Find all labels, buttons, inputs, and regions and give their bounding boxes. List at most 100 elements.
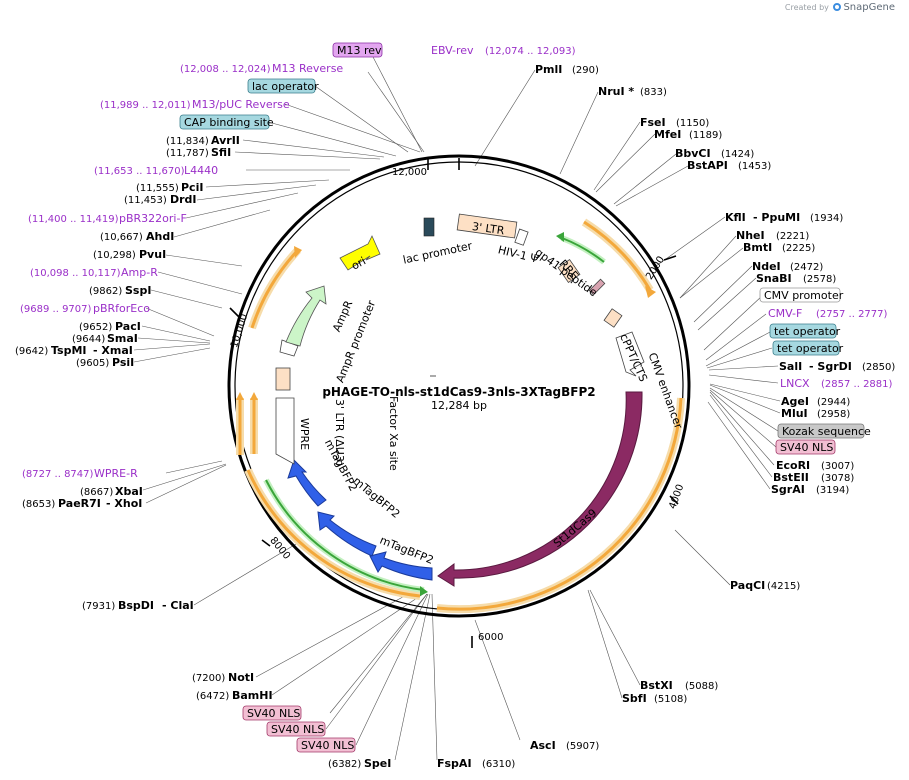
label-pvui-pos: (10,298) (93, 250, 136, 261)
st1dcas9-feature[interactable] (437, 391, 643, 587)
label-bspdi-pos: (7931) (82, 601, 115, 612)
label-sv40-c: SV40 NLS (301, 739, 354, 752)
label-tet-operator-2: tet operator (777, 342, 844, 355)
label-sali: SalI (779, 360, 802, 373)
feature-factor-xa: Factor Xa site (387, 396, 400, 471)
label-ahdi-pos: (10,667) (100, 232, 143, 243)
label-m13rev: M13 rev (337, 44, 382, 57)
label-snabi: SnaBI (756, 272, 792, 285)
feature-cmv-enhancer: CMV enhancer (646, 351, 686, 431)
mtagbfp2-arrow-1[interactable] (369, 551, 433, 581)
feature-wpre: WPRE (298, 418, 311, 450)
label-psii: PsiI (112, 356, 134, 369)
label-sv40-d: SV40 NLS (780, 441, 833, 454)
label-pcii: PciI (181, 181, 203, 194)
label-kfli: KflI (725, 211, 746, 224)
label-noti: NotI (228, 671, 254, 684)
label-drdi: DrdI (170, 193, 197, 206)
label-ampr: Amp-R (121, 266, 158, 279)
tick-marks (229, 158, 679, 648)
label-ampr-pos: (10,098 .. 10,117) (30, 268, 121, 279)
label-m13puc-pos: (11,989 .. 12,011) (100, 100, 191, 111)
label-smai-pos: (9644) (72, 334, 105, 345)
label-ndei: NdeI (752, 260, 781, 273)
label-ppumi-pos: (1934) (810, 213, 843, 224)
label-ecori: EcoRI (776, 459, 810, 472)
label-fspai-pos: (6310) (482, 759, 515, 770)
label-pmli-pos: (290) (572, 65, 599, 76)
label-pcii-pos: (11,555) (136, 183, 179, 194)
label-noti-pos: (7200) (192, 673, 225, 684)
feature-ampr: AmpR (330, 298, 355, 334)
outer-feature-arcs (236, 218, 685, 614)
label-sv40-b: SV40 NLS (271, 723, 324, 736)
label-cmvf: CMV-F (768, 307, 802, 320)
feature-ltr3: 3' LTR (471, 220, 505, 237)
credit-prefix: Created by (784, 3, 829, 12)
label-bmti: BmtI (743, 241, 772, 254)
label-agei-pos: (2944) (817, 397, 850, 408)
label-sfii: SfiI (211, 146, 231, 159)
label-xbai-pos: (8667) (80, 487, 113, 498)
feature-st1dcas9: St1dCas9 (551, 506, 600, 550)
label-paqci-pos: (4215) (767, 581, 800, 592)
label-mlui: MluI (781, 407, 808, 420)
label-psii-pos: (9605) (76, 358, 109, 369)
mtagbfp2-arrow-3[interactable] (287, 459, 327, 507)
plasmid-name: pHAGE-TO-nls-st1dCas9-3nls-3XTagBFP2 (322, 385, 595, 399)
plasmid-length: 12,284 bp (431, 399, 487, 412)
label-drdi-pos: (11,453) (124, 195, 167, 206)
label-ndei-pos: (2472) (790, 262, 823, 273)
label-ahdi: AhdI (146, 230, 174, 243)
label-bbvci-pos: (1424) (721, 149, 754, 160)
label-sfii-pos: (11,787) (166, 148, 209, 159)
label-m13reverse-pos: (12,008 .. 12,024) (180, 64, 271, 75)
label-fsei-pos: (1150) (676, 118, 709, 129)
label-paci-pos: (9652) (79, 322, 112, 333)
label-snabi-pos: (2578) (803, 274, 836, 285)
label-ecori-pos: (3007) (821, 461, 854, 472)
label-pbr322-pos: (11,400 .. 11,419) (28, 214, 119, 225)
label-pbr322: pBR322ori-F (119, 212, 187, 225)
label-nhei-pos: (2221) (776, 231, 809, 242)
tick-label-10000: 10,000 (229, 313, 250, 350)
label-bamhi-pos: (6472) (196, 691, 229, 702)
label-tet-operator-1: tet operator (774, 325, 841, 338)
label-bstapi-pos: (1453) (738, 161, 771, 172)
label-lncx: LNCX (780, 377, 810, 390)
label-paqci: PaqCI (730, 579, 765, 592)
label-avrii-pos: (11,834) (166, 136, 209, 147)
label-cmv-promoter: CMV promoter (764, 289, 844, 302)
inner-features (275, 213, 645, 465)
label-bamhi: BamHI (232, 689, 273, 702)
label-sspi-pos: (9862) (89, 286, 122, 297)
label-fsei: FseI (640, 116, 666, 129)
mtagbfp2-arrow-2[interactable] (317, 511, 377, 557)
label-kozak: Kozak sequence (782, 425, 871, 438)
label-bstapi: BstAPI (687, 159, 728, 172)
label-pbrfor-pos: (9689 .. 9707) (20, 304, 92, 315)
label-sgrdi-pos: (2850) (862, 362, 895, 373)
label-pmli: PmlI (535, 63, 562, 76)
snapgene-credit: Created by SnapGene (785, 2, 895, 13)
label-xhoi: - XhoI (106, 497, 142, 510)
label-tspmi: TspMI (51, 344, 87, 357)
label-wpre-r: WPRE-R (94, 467, 138, 480)
label-smai: SmaI (107, 332, 138, 345)
label-xmai: - XmaI (93, 344, 133, 357)
label-pvui: PvuI (139, 248, 166, 261)
label-ebvrev: EBV-rev (431, 44, 474, 57)
label-paci: PacI (115, 320, 141, 333)
label-nhei: NheI (736, 229, 765, 242)
label-agei: AgeI (781, 395, 809, 408)
tick-label-4000: 4000 (667, 483, 686, 511)
label-sbfi-pos: (5108) (654, 694, 687, 705)
label-cmvf-pos: (2757 .. 2777) (816, 309, 888, 320)
feature-ltr3-deltau3: 3' LTR (ΔU3) (333, 399, 346, 466)
label-wpre-r-pos: (8727 .. 8747) (22, 469, 94, 480)
snapgene-logo-icon (833, 3, 842, 11)
label-bspdi: BspDI (118, 599, 154, 612)
label-paer7i: PaeR7I (58, 497, 101, 510)
feature-lac-promoter: lac promoter (402, 239, 474, 266)
label-mfei-pos: (1189) (689, 130, 722, 141)
